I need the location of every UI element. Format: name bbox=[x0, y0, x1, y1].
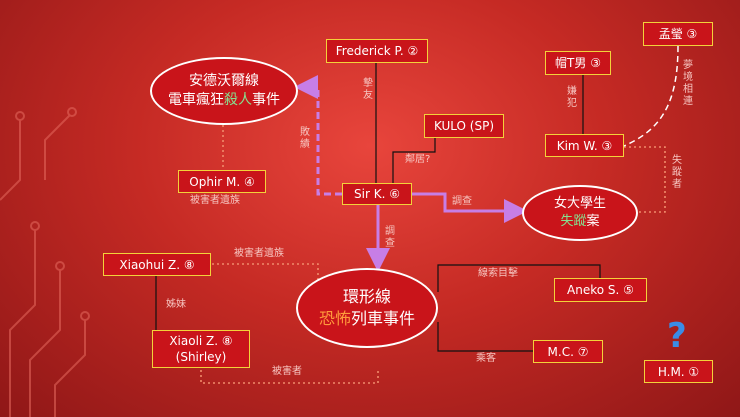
node-xiaoli-name: Xiaoli Z. ⑧ bbox=[169, 334, 233, 348]
unknown-question-mark: ? bbox=[667, 316, 687, 356]
case-ring-sub-a: 恐怖 bbox=[318, 309, 351, 328]
label-victim: 被害者 bbox=[272, 366, 302, 377]
case-ring-subtitle: 恐怖列車事件 bbox=[319, 308, 415, 330]
case-andewo-oval: 安德沃爾線 電車瘋狂殺人事件 bbox=[150, 57, 298, 125]
node-mc-label: M.C. ⑦ bbox=[547, 344, 589, 359]
node-xiaoli-alias: (Shirley) bbox=[175, 350, 227, 364]
label-passenger: 乘客 bbox=[476, 353, 496, 364]
node-ophir-label: Ophir M. ④ bbox=[189, 174, 255, 189]
case-ring-sub-b: 列車事件 bbox=[351, 309, 416, 328]
case-ring-title: 環形線 bbox=[342, 287, 391, 306]
case-andewo-title: 安德沃爾線 bbox=[189, 73, 259, 89]
label-victim-family-ophir: 被害者遺族 bbox=[190, 195, 240, 206]
label-dream: 夢境相連 bbox=[683, 60, 693, 107]
label-diaocha-vertical: 調查 bbox=[385, 226, 395, 249]
node-mao: 帽T男 ③ bbox=[545, 51, 611, 75]
label-missing: 失蹤者 bbox=[672, 155, 682, 190]
label-witness: 線索目擊 bbox=[478, 268, 518, 279]
node-kim-label: Kim W. ③ bbox=[556, 138, 613, 153]
node-aneko-label: Aneko S. ⑤ bbox=[567, 283, 634, 297]
case-student-subtitle: 失蹤案 bbox=[560, 213, 599, 231]
node-frederick-label: Frederick P. ② bbox=[335, 44, 419, 58]
case-andewo-sub-c: 事件 bbox=[252, 92, 280, 108]
node-sir-k-label: Sir K. ⑥ bbox=[354, 187, 400, 201]
case-student-title: 女大學生 bbox=[553, 196, 606, 211]
label-baiji: 敗績 bbox=[300, 127, 310, 150]
node-hm-label: H.M. ① bbox=[657, 364, 700, 379]
label-sister: 姊妹 bbox=[166, 299, 186, 310]
dream-link bbox=[623, 45, 679, 147]
label-diaocha-horizontal: 調查 bbox=[452, 196, 472, 207]
purple-arrows bbox=[294, 75, 528, 272]
node-meng-label: 孟瑩 ③ bbox=[658, 27, 698, 41]
node-xiaohui-label: Xiaohui Z. ⑧ bbox=[119, 257, 195, 272]
node-mao-label: 帽T男 ③ bbox=[555, 56, 601, 70]
node-kulo-label: KULO (SP) bbox=[433, 119, 495, 133]
case-student-oval: 女大學生 失蹤案 bbox=[522, 185, 638, 241]
label-linju: 鄰居? bbox=[405, 154, 431, 165]
case-andewo-subtitle: 電車瘋狂殺人事件 bbox=[168, 91, 280, 110]
case-student-sub-b: 案 bbox=[586, 214, 600, 229]
solid-connectors bbox=[155, 63, 601, 352]
node-kulo: KULO (SP) bbox=[424, 114, 504, 138]
node-ophir: Ophir M. ④ bbox=[178, 170, 266, 193]
case-ring-oval: 環形線 恐怖列車事件 bbox=[296, 268, 438, 348]
node-aneko: Aneko S. ⑤ bbox=[554, 278, 647, 302]
node-mc: M.C. ⑦ bbox=[533, 340, 603, 363]
node-hm: H.M. ① bbox=[644, 360, 713, 383]
node-xiaoli: Xiaoli Z. ⑧ (Shirley) bbox=[152, 330, 250, 368]
label-zhiyou: 摯友 bbox=[363, 78, 373, 101]
label-suspect: 嫌犯 bbox=[567, 86, 577, 109]
node-sir-k: Sir K. ⑥ bbox=[342, 183, 412, 205]
label-victim-family-xiaohui: 被害者遺族 bbox=[234, 248, 284, 259]
node-meng: 孟瑩 ③ bbox=[643, 22, 713, 46]
case-andewo-sub-b: 殺人 bbox=[224, 92, 252, 108]
case-andewo-sub-a: 電車瘋狂 bbox=[168, 92, 224, 108]
node-kim: Kim W. ③ bbox=[545, 134, 624, 157]
node-xiaohui: Xiaohui Z. ⑧ bbox=[103, 253, 211, 276]
circuit-decoration bbox=[0, 107, 90, 417]
case-student-sub-a: 失蹤 bbox=[560, 214, 587, 229]
node-frederick: Frederick P. ② bbox=[326, 39, 428, 63]
